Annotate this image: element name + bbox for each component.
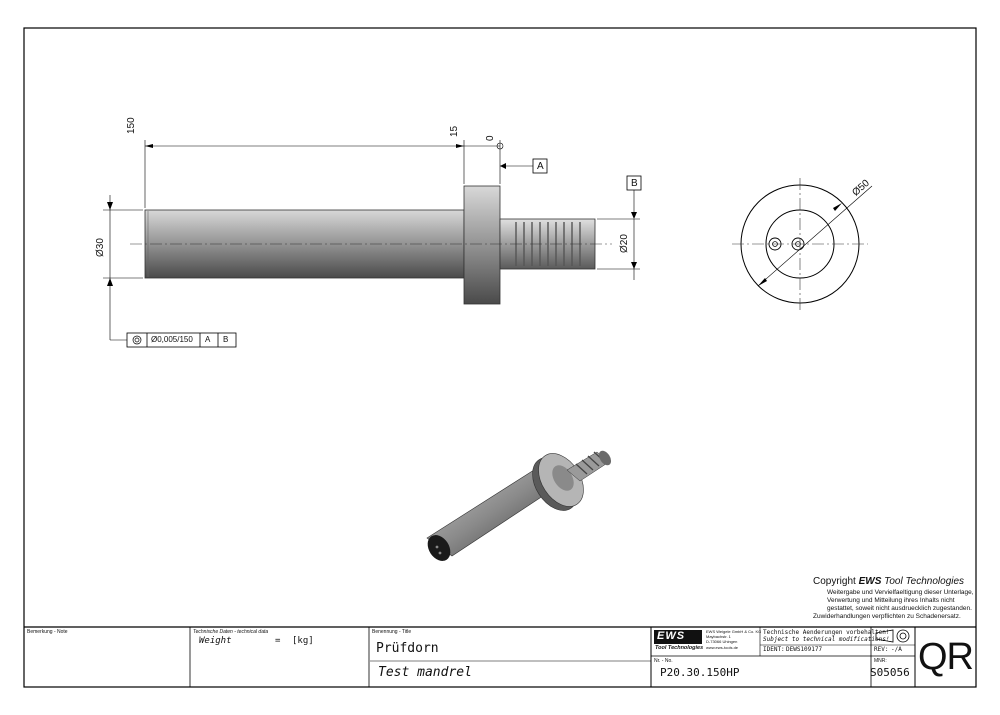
weight-label: Weight (199, 636, 232, 646)
copyright-heading: Copyright EWS Tool Technologies (813, 577, 964, 587)
dim-dia20-label: Ø20 (619, 234, 630, 253)
rev-value: -/A (891, 646, 902, 653)
copyright-line: Verwertung und Mitteilung ihres Inhalts … (827, 597, 955, 604)
company-line: D-73066 Uhingen (706, 639, 738, 644)
tolerance-ref-a: A (205, 335, 211, 344)
datum-b-label: B (631, 178, 638, 189)
dim-length-label: 150 (126, 117, 137, 134)
nr-label: Nr. - No. (654, 658, 673, 664)
tolerance-frame (126, 332, 237, 348)
dim-dia30-label: Ø30 (95, 238, 106, 257)
mnr-value: S05056 (870, 666, 910, 679)
dim-flange-label: 15 (449, 125, 460, 137)
tolerance-value: Ø0,005/150 (151, 335, 193, 344)
tolerance-ref-b: B (223, 335, 229, 344)
copyright-line: Weitergabe und Vervielfaeltigung dieser … (827, 589, 974, 596)
flange-body (463, 185, 501, 305)
tech-data-label: Technische Daten - technical data (193, 629, 269, 635)
end-view (732, 178, 873, 312)
copyright-prefix: Copyright (813, 576, 856, 587)
company-line: www.ews-tools.de (706, 645, 739, 650)
notice-german: Technische Aenderungen vorbehalten! (763, 629, 890, 636)
dim-zero-label: 0 (485, 135, 496, 141)
logo-subtitle: Tool Technologies (655, 645, 704, 651)
notice-english: Subject to technical modifications! (763, 636, 890, 643)
rev-label: REV: (874, 646, 889, 653)
title-label: Benennung - Title (372, 629, 412, 635)
note-label: Bemerkung - Note (27, 629, 68, 635)
ident-value: DEWS109177 (786, 646, 823, 653)
ident-label: IDENT: (763, 646, 785, 653)
copyright-line: gestattet, soweit nicht ausdruecklich zu… (827, 605, 972, 612)
weight-unit: [kg] (292, 636, 314, 646)
nr-value: P20.30.150HP (660, 666, 740, 679)
concentricity-icon (132, 335, 142, 345)
copyright-line: Zuwiderhandlungen verpflichten zu Schade… (813, 613, 961, 620)
logo-text: EWS (657, 630, 686, 642)
title-block (24, 626, 976, 687)
title-english: Test mandrel (378, 665, 472, 680)
qr-label: QR (918, 636, 974, 678)
company-line: EWS Weigele GmbH & Co. KG (706, 629, 762, 634)
weight-eq: = (275, 636, 281, 646)
copyright-brand: EWS (858, 576, 882, 587)
datum-a-label: A (537, 161, 544, 172)
front-view (103, 140, 642, 348)
mnr-label: MNR: (874, 658, 887, 664)
company-line: Maybachstr. 1 (706, 634, 731, 639)
projection-icon (896, 629, 910, 643)
sheet-border (23, 27, 977, 688)
ews-logo (654, 630, 702, 644)
datum-a-box (532, 158, 548, 174)
copyright-suffix: Tool Technologies (884, 576, 965, 587)
title-german: Prüfdorn (376, 641, 439, 656)
isometric-view (426, 450, 612, 561)
